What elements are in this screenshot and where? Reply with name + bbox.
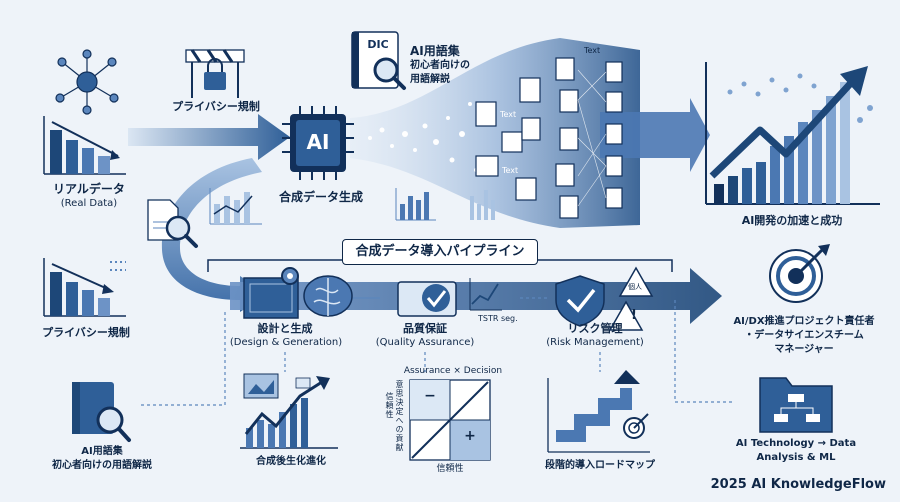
evolution-chart-icon <box>240 373 338 449</box>
design-title: 設計と生成 <box>257 322 313 335</box>
privacy-label-top: プライバシー規制 <box>172 100 260 113</box>
curved-flow-arrow <box>161 158 268 312</box>
ai-chip-text: AI <box>306 130 330 154</box>
matrix-ylabel2: 信頼性 <box>385 392 394 419</box>
data-particles <box>368 102 478 172</box>
dic-book-text: DIC <box>367 38 389 51</box>
matrix-minus: − <box>424 388 436 404</box>
synthetic-data-label: 合成データ生成 <box>278 190 363 204</box>
ai-chip-icon <box>282 106 354 180</box>
network-lines <box>577 69 607 207</box>
warning-small-label: 個人 <box>628 283 642 291</box>
target-line-1: AI/DX推進プロジェクト責任者 <box>733 316 875 327</box>
real-data-chart-icon <box>43 116 126 175</box>
dashed-connectors <box>140 297 735 406</box>
evolution-label: 合成後生化進化 <box>256 456 326 467</box>
target-icon <box>769 244 830 303</box>
small-dot-chart-icon <box>470 190 495 220</box>
tstr-chart-icon <box>469 278 502 311</box>
roadmap-label: 段階的導入ロードマップ <box>545 460 655 471</box>
small-bar-chart-icon <box>395 188 436 221</box>
text-tag-1: Text <box>584 46 601 55</box>
warning-triangle-icon <box>608 266 654 331</box>
warning-mark: ! <box>631 308 637 323</box>
privacy-chart-icon <box>43 258 126 317</box>
folder-line-2: Analysis & ML <box>756 452 836 463</box>
brand-footer: 2025 AI KnowledgeFlow <box>710 477 886 492</box>
small-line-chart-icon <box>209 188 262 225</box>
glossary-title-left: AI用語集 <box>81 446 123 457</box>
tstr-label: TSTR seg. <box>478 314 518 323</box>
glossary-line2-top: 用語解説 <box>410 74 450 85</box>
matrix-ylabel: 意思決定への貢献 <box>395 380 404 452</box>
document-search-icon <box>147 199 198 248</box>
matrix-title: Assurance × Decision <box>403 366 503 376</box>
folder-tree-icon <box>759 377 833 433</box>
target-line-3: マネージャー <box>774 344 834 355</box>
pipeline-title: 合成データ導入パイプライン <box>342 239 538 265</box>
success-label: AI開発の加速と成功 <box>741 214 843 227</box>
risk-subtitle: (Risk Management) <box>546 337 644 348</box>
success-growth-chart <box>705 62 880 205</box>
quality-check-icon <box>397 281 457 317</box>
brain-icon <box>303 275 353 317</box>
roadmap-icon <box>547 370 650 453</box>
glossary-title-top: AI用語集 <box>410 44 460 58</box>
real-data-title: リアルデータ <box>53 182 125 196</box>
blueprint-gear-icon <box>243 267 299 319</box>
matrix-plus: + <box>464 428 476 444</box>
folder-line-1: AI Technology → Data <box>735 438 857 449</box>
glossary-book-icon-left <box>72 382 131 442</box>
privacy-label-left: プライバシー規制 <box>42 326 130 339</box>
design-subtitle: (Design & Generation) <box>229 337 343 348</box>
real-data-arrow <box>128 114 290 160</box>
shield-check-icon <box>555 275 605 327</box>
quality-title: 品質保証 <box>403 322 447 335</box>
assurance-matrix <box>409 379 491 461</box>
quality-subtitle: (Quality Assurance) <box>375 337 475 348</box>
glossary-line1-top: 初心者向けの <box>410 60 470 71</box>
text-tag-2: Text <box>500 110 517 119</box>
glossary-subtitle-left: 初心者向けの用語解説 <box>52 460 152 471</box>
dic-book-icon <box>351 31 406 90</box>
risk-title: リスク管理 <box>567 322 623 335</box>
molecule-icon <box>55 49 119 115</box>
barrier-lock-icon <box>185 49 245 98</box>
document-tiles <box>475 57 623 219</box>
real-data-subtitle: (Real Data) <box>60 198 118 209</box>
target-line-2: ・データサイエンスチーム <box>744 330 864 341</box>
matrix-xlabel: 信頼性 <box>436 464 464 474</box>
text-tag-3: Text <box>502 166 519 175</box>
